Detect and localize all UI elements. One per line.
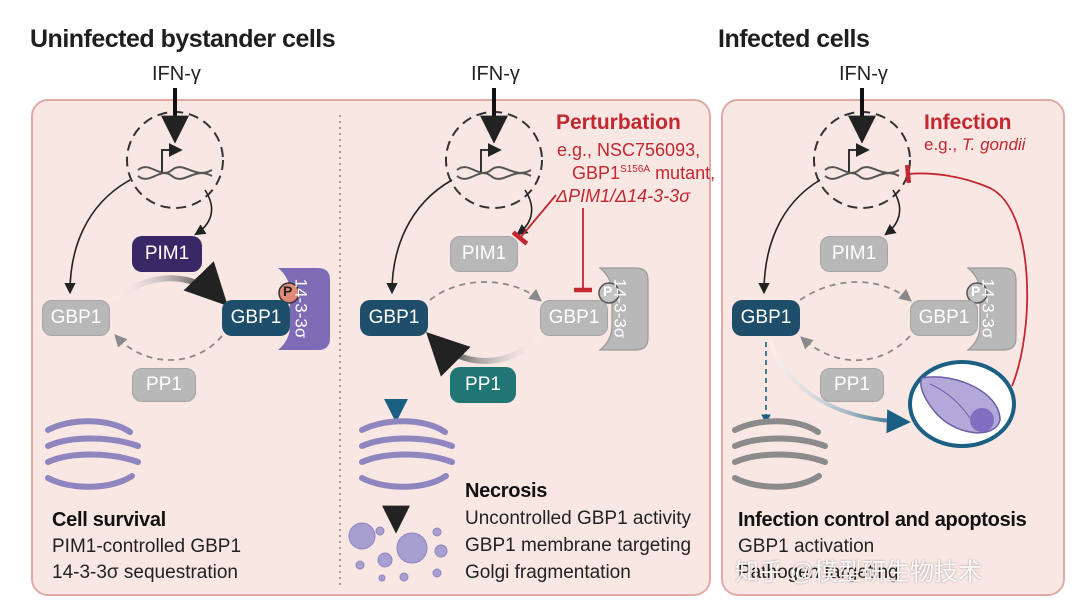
gbp1-protein-active-p1: GBP1 <box>222 300 290 336</box>
infection-title: Infection <box>924 111 1012 134</box>
watermark-text: 知乎 @模型研生物技术 <box>735 559 983 586</box>
golgi-icon-p2 <box>359 418 455 490</box>
pathogen-icon <box>908 360 1016 448</box>
gbp1-protein-grey-p2: GBP1 <box>540 300 608 336</box>
necrosis-line3: Golgi fragmentation <box>465 562 631 583</box>
perturbation-line2-post: mutant, <box>650 163 716 183</box>
gbp1-pathogen-targeting-arrow <box>768 339 911 434</box>
arrow-nucleus-to-pim1-p1 <box>194 189 213 236</box>
dashed-arrow-gbp1-to-sigma-p2 <box>429 281 542 302</box>
panel-infected <box>721 99 1065 596</box>
sigma-label-p3: 14-3-3σ <box>978 278 998 339</box>
heading-uninfected: Uninfected bystander cells <box>30 25 336 53</box>
phospho-icon-p2 <box>598 282 620 304</box>
perturbation-title: Perturbation <box>556 111 681 134</box>
pp1-protein-p3: PP1 <box>820 368 884 402</box>
arrow-nucleus-to-gbp1-p3 <box>758 179 821 295</box>
necrosis-title: Necrosis <box>465 480 548 502</box>
perturbation-line2: GBP1S156A mutant, <box>572 164 715 182</box>
infection-line1-italic: T. gondii <box>961 135 1026 154</box>
infection-control-title: Infection control and apoptosis <box>738 509 1027 531</box>
golgi-fragments-p2 <box>348 522 448 582</box>
necrosis-line1: Uncontrolled GBP1 activity <box>465 508 691 529</box>
perturbation-line3: ΔPIM1/Δ14-3-3σ <box>556 186 691 206</box>
phospho-icon-p1 <box>278 282 300 304</box>
inhibit-pim1-p2 <box>511 194 557 246</box>
phospho-icon-p3 <box>966 282 988 304</box>
phospho-label-p2: P <box>603 283 613 299</box>
cell-survival-line2: 14-3-3σ sequestration <box>52 562 239 583</box>
pim1-protein-p2: PIM1 <box>450 236 518 272</box>
phospho-label-p3: P <box>971 283 981 299</box>
perturbation-line2-pre: GBP1 <box>572 163 621 183</box>
phospho-label-p1: P <box>283 283 293 299</box>
infection-line1: e.g., T. gondii <box>924 136 1025 153</box>
pim1-protein-p1: PIM1 <box>132 236 202 272</box>
panel-uninfected <box>31 99 711 596</box>
golgi-icon-p1 <box>45 418 141 490</box>
sigma-label-p1: 14-3-3σ <box>291 278 311 339</box>
golgi-icon-p3 <box>732 418 828 490</box>
sigma-label-p2: 14-3-3σ <box>610 278 630 339</box>
perturbation-line2-sup: S156A <box>620 164 651 175</box>
pim1-protein-p3: PIM1 <box>820 236 888 272</box>
infection-line1-pre: e.g., <box>924 135 962 154</box>
pim1-phospho-arrow-p1 <box>113 261 228 307</box>
dashed-arrow-sigma-to-gbp1-p3 <box>800 335 911 362</box>
gbp1-protein-grey-p3: GBP1 <box>910 300 978 336</box>
perturbation-line1: e.g., NSC756093, <box>557 140 701 160</box>
inhibit-infection-path <box>904 164 1029 387</box>
pp1-protein-p2: PP1 <box>450 367 516 403</box>
infection-control-line1: GBP1 activation <box>738 536 875 557</box>
gbp1-protein-grey-p1: GBP1 <box>42 300 110 336</box>
ifn-label-1: IFN-γ <box>152 63 201 85</box>
arrow-nucleus-to-gbp1-p1 <box>64 179 131 295</box>
ifn-label-2: IFN-γ <box>471 63 520 85</box>
pp1-dephospho-arrow-p1 <box>114 334 223 361</box>
pp1-dephospho-arrow-p2 <box>426 332 543 377</box>
gbp1-protein-active-p3: GBP1 <box>732 300 800 336</box>
heading-infected: Infected cells <box>718 25 870 53</box>
arrow-nucleus-to-gbp1-p2 <box>386 179 453 295</box>
necrosis-line2: GBP1 membrane targeting <box>465 535 692 556</box>
cell-survival-title: Cell survival <box>52 509 166 531</box>
cell-survival-line1: PIM1-controlled GBP1 <box>52 536 242 557</box>
gbp1-protein-active-p2: GBP1 <box>360 300 428 336</box>
dashed-arrow-gbp1-to-sigma-p3 <box>799 281 912 302</box>
infection-control-line2: Pathogen targeting <box>738 562 899 583</box>
arrow-nucleus-to-pim1-p3 <box>884 189 901 236</box>
pp1-protein-p1: PP1 <box>132 368 196 402</box>
ifn-label-3: IFN-γ <box>839 63 888 85</box>
